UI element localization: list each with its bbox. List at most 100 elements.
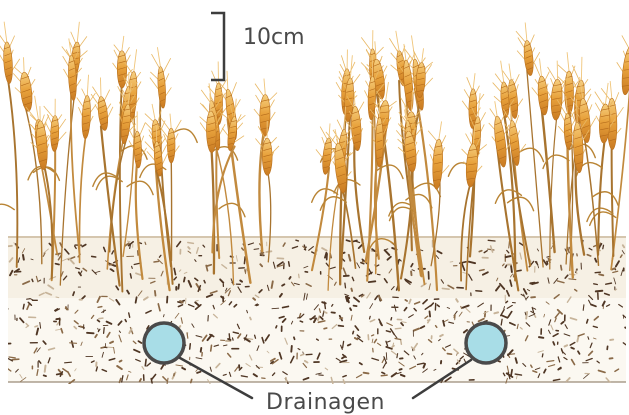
- substrate-speck: [294, 337, 295, 339]
- grain-tip-awn: [69, 38, 71, 55]
- substrate-speck: [246, 269, 247, 274]
- grain-kernel-body: [350, 106, 362, 151]
- substrate-speck: [391, 318, 392, 320]
- substrate-speck: [211, 345, 212, 351]
- substrate-speck: [145, 242, 146, 244]
- substrate-speck: [594, 284, 598, 285]
- substrate-speck: [178, 284, 179, 288]
- substrate-speck: [104, 347, 107, 348]
- substrate-speck: [360, 363, 362, 364]
- substrate-speck: [184, 278, 185, 282]
- substrate-speck: [204, 281, 205, 283]
- grain-head: [425, 121, 451, 190]
- substrate-speck: [526, 312, 527, 319]
- grain-kernel-body: [19, 72, 34, 112]
- substrate-speck: [355, 338, 357, 339]
- substrate-speck: [32, 279, 33, 281]
- grain-tip-awn: [157, 47, 160, 67]
- grain-head: [89, 77, 115, 132]
- substrate-speck: [155, 291, 156, 296]
- substrate-speck: [136, 297, 137, 302]
- substrate-speck: [254, 249, 259, 250]
- substrate-speck: [244, 257, 245, 264]
- substrate-speck: [66, 308, 68, 309]
- substrate-speck: [354, 306, 357, 307]
- substrate-speck: [70, 343, 77, 344]
- substrate-speck: [382, 372, 385, 373]
- grain-kernel-body: [3, 42, 14, 84]
- substrate-speck: [587, 255, 590, 256]
- substrate-speck: [525, 312, 526, 315]
- substrate-speck: [257, 305, 259, 306]
- substrate-speck: [553, 342, 554, 345]
- substrate-speck: [339, 326, 344, 327]
- substrate-speck: [6, 309, 8, 312]
- substrate-speck: [386, 331, 390, 332]
- grain-tip-awn: [411, 35, 414, 59]
- substrate-speck: [571, 348, 574, 349]
- scale-bracket: [211, 13, 224, 80]
- substrate-speck: [104, 328, 105, 334]
- substrate-speck: [348, 344, 351, 345]
- substrate-speck: [401, 375, 405, 376]
- substrate-speck: [345, 283, 346, 288]
- substrate-speck: [73, 292, 74, 295]
- substrate-speck: [56, 264, 60, 265]
- substrate-speck: [44, 375, 46, 376]
- substrate-speck: [565, 345, 568, 346]
- grain-tip-awn: [22, 57, 25, 72]
- substrate-speck: [283, 306, 289, 307]
- substrate-speck: [501, 319, 502, 325]
- substrate-speck: [442, 288, 449, 289]
- substrate-speck: [98, 307, 102, 308]
- grain-tip-awn: [264, 79, 266, 95]
- substrate-speck: [300, 321, 302, 322]
- substrate-speck: [364, 373, 369, 374]
- grain-awn: [620, 35, 629, 50]
- substrate-speck: [381, 375, 387, 376]
- substrate-speck: [99, 318, 103, 319]
- substrate-speck: [151, 379, 152, 384]
- substrate-speck: [542, 354, 543, 357]
- substrate-speck: [515, 374, 521, 375]
- substrate-speck: [276, 326, 277, 328]
- scale-label: 10cm: [243, 25, 305, 50]
- substrate-speck: [255, 335, 256, 338]
- substrate-speck: [325, 302, 326, 309]
- grain-head: [0, 21, 21, 84]
- substrate-speck: [7, 246, 12, 247]
- grain-head: [159, 114, 181, 164]
- substrate-speck: [45, 366, 46, 372]
- substrate-speck: [603, 245, 604, 248]
- grain-tip-awn: [152, 104, 155, 120]
- grain-tip-awn: [495, 101, 497, 116]
- substrate-speck: [372, 335, 374, 336]
- substrate-speck: [289, 262, 290, 266]
- grain-tip-awn: [386, 82, 389, 101]
- substrate-layer: [5, 236, 629, 385]
- substrate-speck: [516, 358, 517, 363]
- substrate-speck: [346, 240, 350, 241]
- substrate-speck: [599, 274, 603, 275]
- grain-tip-awn: [99, 78, 103, 97]
- substrate-speck: [190, 344, 191, 349]
- grain-tip-awn: [77, 22, 79, 42]
- substrate-speck: [325, 253, 326, 258]
- substrate-speck: [494, 312, 498, 313]
- grain-kernel-body: [153, 141, 164, 177]
- substrate-speck: [332, 305, 333, 307]
- substrate-speck: [125, 320, 126, 322]
- substrate-speck: [140, 379, 141, 381]
- grain-tip-awn: [567, 52, 569, 71]
- substrate-speck: [577, 336, 578, 341]
- substrate-speck: [561, 266, 562, 270]
- substrate-speck: [370, 316, 371, 319]
- grass-leaf: [592, 192, 618, 205]
- substrate-speck: [233, 338, 234, 340]
- grain-tip-awn: [610, 81, 612, 98]
- substrate-speck: [191, 380, 192, 383]
- substrate-speck: [187, 333, 188, 338]
- substrate-speck: [23, 304, 24, 309]
- substrate-speck: [401, 340, 402, 345]
- substrate-speck: [623, 245, 624, 247]
